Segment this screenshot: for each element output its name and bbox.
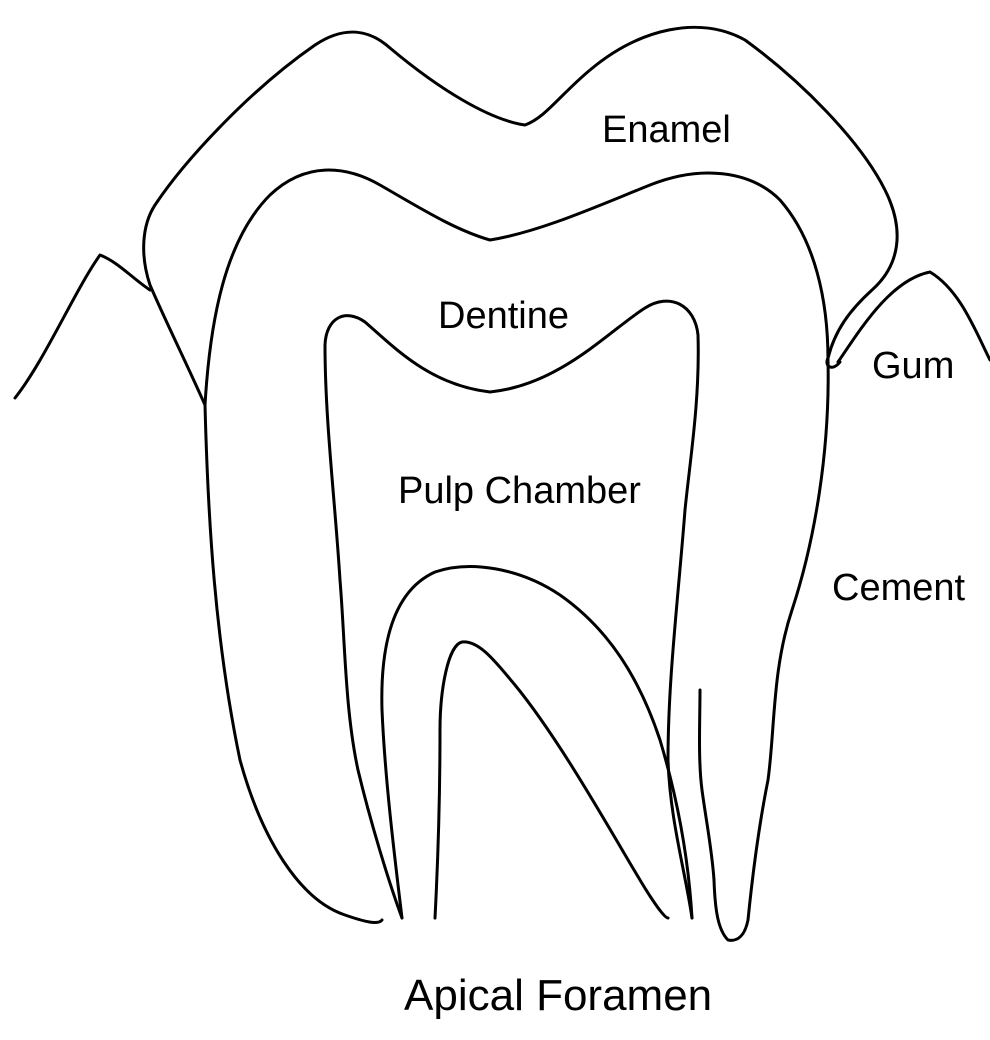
root-left-outer-outline [205, 405, 382, 922]
pulp-chamber-outline [325, 301, 698, 918]
label-cement: Cement [832, 567, 965, 609]
enamel-outer-outline [144, 27, 897, 405]
label-pulp-chamber: Pulp Chamber [398, 470, 641, 512]
gum-left-outline [15, 255, 150, 398]
label-enamel: Enamel [602, 109, 731, 151]
label-gum: Gum [872, 345, 954, 387]
inter-root-dentine-outline [382, 567, 692, 918]
inner-canal-outline [435, 642, 668, 918]
label-dentine: Dentine [438, 295, 569, 337]
dentine-outer-outline [205, 170, 828, 940]
label-apical-foramen: Apical Foramen [404, 971, 712, 1020]
root-right-inner-outline [700, 690, 715, 880]
